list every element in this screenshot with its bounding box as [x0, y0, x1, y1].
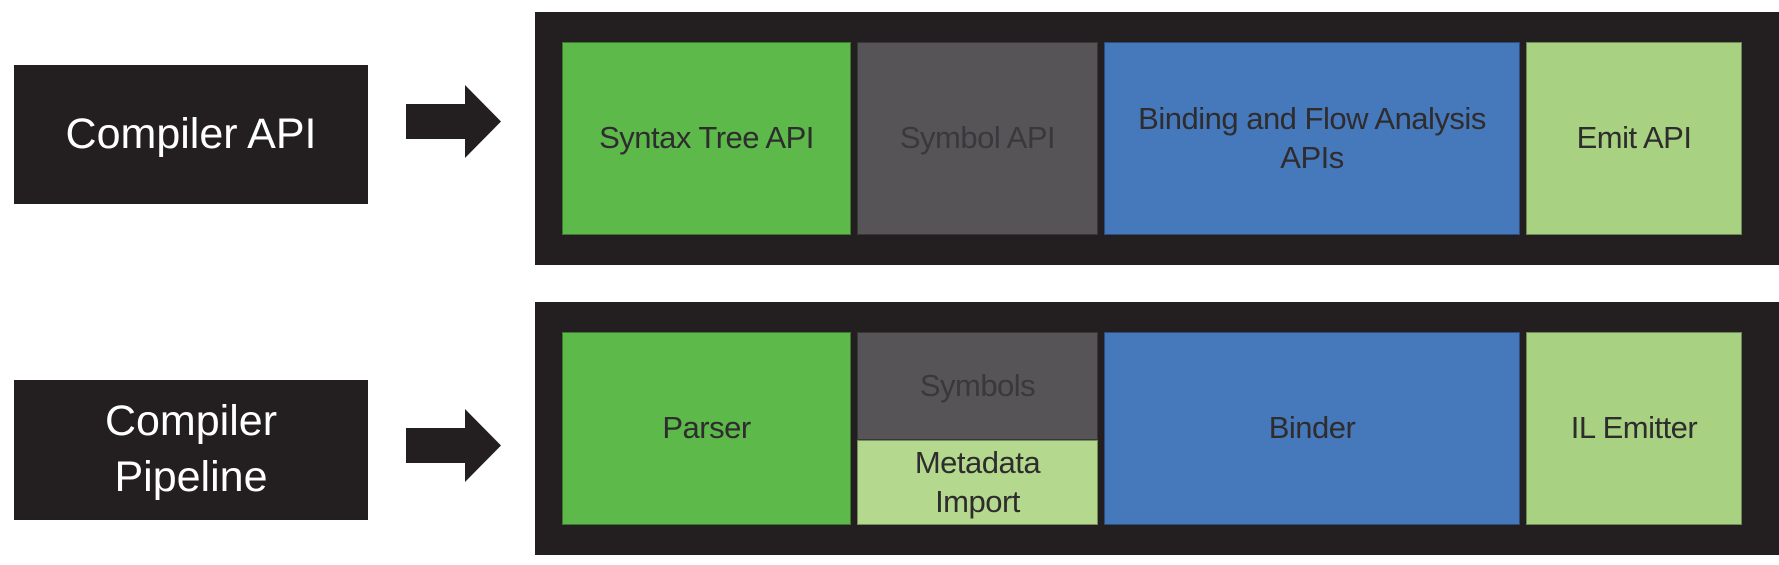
symbol-api-label: Symbol API [899, 120, 1056, 156]
il-emitter-box: IL Emitter [1526, 332, 1742, 525]
arrow-right-icon [406, 85, 501, 158]
syntax-tree-api-box: Syntax Tree API [562, 42, 851, 235]
compiler-api-frame: Syntax Tree API Symbol API Binding and F… [535, 12, 1779, 265]
compiler-pipeline-label: Compiler Pipeline [14, 380, 368, 520]
symbol-api-box: Symbol API [857, 42, 1098, 235]
emit-api-box: Emit API [1526, 42, 1742, 235]
parser-label: Parser [662, 410, 751, 446]
parser-box: Parser [562, 332, 851, 525]
metadata-import-label: Metadata Import [914, 444, 1041, 519]
arrow-right-icon [406, 409, 501, 482]
symbols-metadata-stack: Symbols Metadata Import [857, 332, 1098, 525]
compiler-api-label-text: Compiler API [65, 109, 317, 158]
binding-flow-analysis-apis-label: Binding and Flow Analysis APIs [1138, 100, 1486, 175]
compiler-pipeline-frame: Parser Symbols Metadata Import Binder IL… [535, 302, 1779, 555]
metadata-import-box: Metadata Import [857, 440, 1098, 525]
compiler-api-label: Compiler API [14, 65, 368, 204]
emit-api-label: Emit API [1576, 120, 1692, 156]
binder-label: Binder [1268, 410, 1356, 446]
compiler-pipeline-label-text: Compiler Pipeline [104, 397, 278, 501]
binder-box: Binder [1104, 332, 1520, 525]
symbols-box: Symbols [857, 332, 1098, 440]
il-emitter-label: IL Emitter [1570, 410, 1698, 446]
binding-flow-analysis-apis-box: Binding and Flow Analysis APIs [1104, 42, 1520, 235]
symbols-label: Symbols [919, 367, 1036, 403]
syntax-tree-api-label: Syntax Tree API [599, 120, 814, 156]
